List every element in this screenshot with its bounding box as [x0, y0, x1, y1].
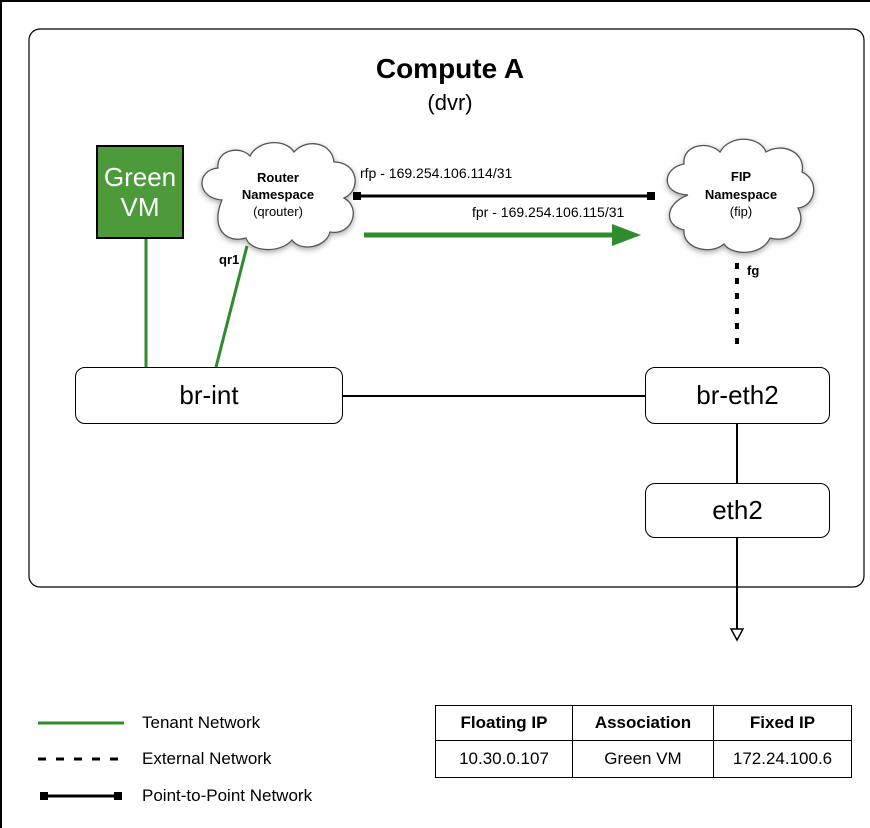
compute-subtitle: (dvr) [427, 90, 472, 115]
rfp-label: rfp - 169.254.106.114/31 [360, 165, 513, 181]
router-namespace-label-3: (qrouter) [253, 204, 303, 219]
fpr-endpoint [647, 192, 655, 200]
fip-namespace-cloud [666, 138, 815, 254]
eth2-box: eth2 [645, 483, 830, 538]
router-namespace-cloud [201, 142, 356, 251]
fip-namespace-label-2: Namespace [705, 187, 777, 202]
cell-fixed-ip: 172.24.100.6 [713, 740, 852, 778]
header-association: Association [572, 705, 714, 741]
floating-ip-header-row: Floating IP Association Fixed IP [435, 705, 852, 741]
legend-p2p-end-left [40, 792, 48, 800]
legend-p2p-end-right [114, 792, 122, 800]
legend-p2p-label: Point-to-Point Network [142, 786, 313, 805]
cell-association: Green VM [572, 740, 714, 778]
router-namespace-label-1: Router [257, 170, 299, 185]
fg-label: fg [747, 263, 759, 278]
green-vm-label-2: VM [120, 192, 160, 222]
floating-ip-table: Floating IP Association Fixed IP 10.30.0… [435, 705, 852, 778]
fip-namespace-label-1: FIP [731, 169, 752, 184]
cell-floating-ip: 10.30.0.107 [435, 740, 573, 778]
br-int-box: br-int [75, 367, 343, 424]
compute-title: Compute A [376, 53, 524, 84]
header-floating-ip: Floating IP [435, 705, 573, 741]
router-namespace-label-2: Namespace [242, 187, 314, 202]
qr1-label: qr1 [219, 252, 239, 267]
uplink-arrowhead [729, 628, 745, 642]
legend-tenant-label: Tenant Network [142, 713, 261, 732]
br-eth2-box: br-eth2 [645, 367, 830, 424]
fip-namespace-label-3: (fip) [730, 204, 752, 219]
floating-ip-row: 10.30.0.107 Green VM 172.24.100.6 [435, 740, 852, 778]
rfp-endpoint [353, 192, 361, 200]
br-int-label: br-int [179, 380, 239, 410]
green-vm-label-1: Green [103, 162, 177, 192]
eth2-label: eth2 [712, 495, 763, 525]
header-fixed-ip: Fixed IP [713, 705, 852, 741]
legend-external-label: External Network [142, 749, 272, 768]
fpr-label: fpr - 169.254.106.115/31 [472, 204, 625, 220]
traffic-arrowhead [612, 224, 641, 246]
green-vm-node: Green VM [96, 145, 184, 239]
br-eth2-label: br-eth2 [696, 380, 779, 410]
qr1-link [214, 245, 249, 368]
